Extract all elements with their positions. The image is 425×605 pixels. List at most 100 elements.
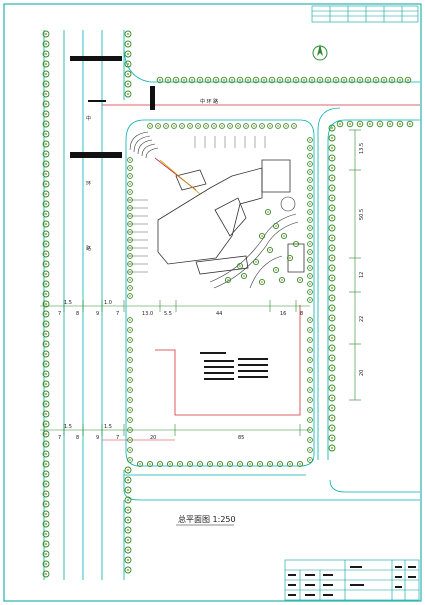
tree-center bbox=[335, 79, 337, 81]
tree-symbol bbox=[42, 500, 50, 508]
tree-center bbox=[309, 163, 311, 165]
tree-symbol bbox=[42, 210, 50, 218]
tree-symbol bbox=[180, 76, 188, 84]
tree-center bbox=[309, 349, 311, 351]
tree-center bbox=[309, 379, 311, 381]
tree-symbol bbox=[380, 76, 388, 84]
tree-symbol bbox=[127, 377, 133, 383]
tree-center bbox=[139, 463, 141, 465]
tree-symbol bbox=[42, 360, 50, 368]
tree-symbol bbox=[42, 540, 50, 548]
tree-symbol bbox=[124, 60, 132, 68]
tree-symbol bbox=[307, 273, 313, 279]
tree-symbol bbox=[42, 370, 50, 378]
tree-symbol bbox=[388, 76, 396, 84]
tree-symbol bbox=[256, 460, 264, 468]
tree-symbol bbox=[42, 230, 50, 238]
tree-symbol bbox=[124, 546, 132, 554]
tree-symbol bbox=[124, 30, 132, 38]
tree-center bbox=[253, 125, 255, 127]
dim-left-bottom-2: 8 bbox=[76, 435, 79, 441]
tree-center bbox=[309, 329, 311, 331]
tree-symbol bbox=[124, 80, 132, 88]
tree-center bbox=[330, 166, 334, 170]
tree-center bbox=[126, 568, 130, 572]
tree-symbol bbox=[296, 460, 304, 468]
tree-center bbox=[330, 306, 334, 310]
tree-symbol bbox=[328, 414, 336, 422]
tree-center bbox=[44, 162, 48, 166]
tree-symbol bbox=[211, 123, 217, 129]
tree-symbol bbox=[42, 460, 50, 468]
dim-site-bottom-1: 20 bbox=[150, 435, 156, 441]
tree-center bbox=[159, 79, 161, 81]
tree-symbol bbox=[307, 457, 313, 463]
dim-site-top-4: 16 bbox=[280, 311, 286, 317]
tree-symbol bbox=[42, 80, 50, 88]
tree-symbol bbox=[127, 387, 133, 393]
tree-center bbox=[221, 125, 223, 127]
tree-rows bbox=[42, 30, 414, 578]
tree-center bbox=[44, 432, 48, 436]
tree-symbol bbox=[307, 225, 313, 231]
tree-symbol bbox=[406, 120, 414, 128]
tree-symbol bbox=[124, 466, 132, 474]
building-footprints bbox=[157, 159, 305, 275]
tree-center bbox=[330, 366, 334, 370]
tree-symbol bbox=[366, 120, 374, 128]
tree-symbol bbox=[236, 76, 244, 84]
tree-center bbox=[277, 125, 279, 127]
tree-symbol bbox=[275, 123, 281, 129]
tree-symbol bbox=[260, 76, 268, 84]
tree-symbol bbox=[328, 254, 336, 262]
tree-center bbox=[309, 439, 311, 441]
tree-center bbox=[261, 125, 263, 127]
tree-center bbox=[126, 62, 130, 66]
tree-symbol bbox=[348, 76, 356, 84]
tree-symbol bbox=[124, 476, 132, 484]
tree-center bbox=[189, 463, 191, 465]
tree-center bbox=[44, 462, 48, 466]
tree-symbol bbox=[186, 460, 194, 468]
tree-symbol bbox=[179, 123, 185, 129]
tree-symbol bbox=[42, 280, 50, 288]
tree-center bbox=[44, 282, 48, 286]
tree-symbol bbox=[42, 430, 50, 438]
tree-symbol bbox=[328, 424, 336, 432]
tree-center bbox=[245, 125, 247, 127]
tree-symbol bbox=[266, 246, 274, 254]
tree-symbol bbox=[127, 213, 133, 219]
tree-center bbox=[175, 79, 177, 81]
tree-symbol bbox=[42, 40, 50, 48]
dim-left-bottom-4: 7 bbox=[116, 435, 119, 441]
tree-center bbox=[44, 482, 48, 486]
tree-symbol bbox=[328, 214, 336, 222]
tree-symbol bbox=[291, 123, 297, 129]
tree-center bbox=[129, 339, 131, 341]
tree-symbol bbox=[307, 249, 313, 255]
tree-symbol bbox=[127, 221, 133, 227]
plan-title: 总平面图 1:250 bbox=[178, 514, 236, 524]
tree-center bbox=[159, 463, 161, 465]
tree-center bbox=[309, 369, 311, 371]
tree-center bbox=[129, 159, 131, 161]
pedestrian-crossings bbox=[70, 56, 155, 158]
tree-symbol bbox=[227, 123, 233, 129]
tree-symbol bbox=[156, 460, 164, 468]
tree-symbol bbox=[42, 260, 50, 268]
tree-symbol bbox=[42, 300, 50, 308]
tree-symbol bbox=[296, 276, 304, 284]
tree-center bbox=[330, 266, 334, 270]
tree-center bbox=[330, 236, 334, 240]
parking-grid bbox=[128, 136, 266, 273]
tree-symbol bbox=[251, 123, 257, 129]
tree-symbol bbox=[328, 444, 336, 452]
tree-center bbox=[330, 286, 334, 290]
tree-symbol bbox=[42, 490, 50, 498]
tree-center bbox=[309, 359, 311, 361]
tree-symbol bbox=[307, 377, 313, 383]
tree-symbol bbox=[258, 232, 266, 240]
property-line bbox=[155, 305, 301, 416]
dimension-lines bbox=[40, 129, 361, 436]
tree-center bbox=[44, 452, 48, 456]
